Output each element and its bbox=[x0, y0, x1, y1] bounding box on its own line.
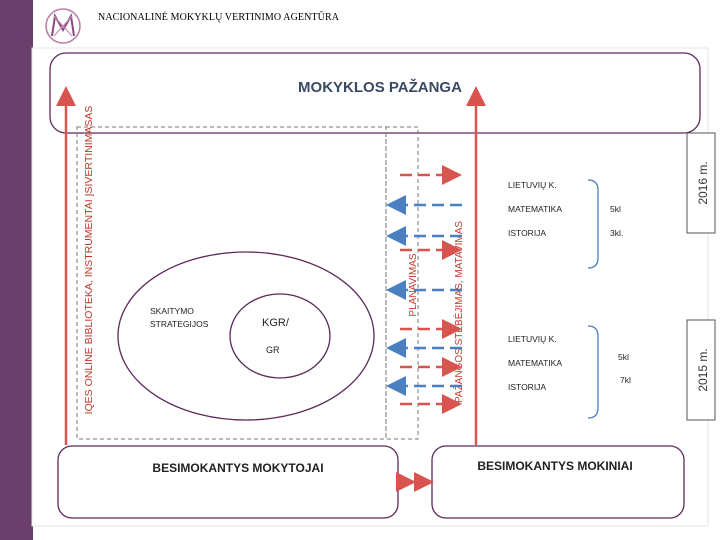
agency-name: NACIONALINĖ MOKYKLŲ VERTINIMO AGENTŪRA bbox=[98, 12, 340, 23]
year-label-2015: 2015 m. bbox=[696, 348, 710, 391]
grade-history: 7kl bbox=[620, 375, 631, 385]
year-label-2016: 2016 m. bbox=[696, 161, 710, 204]
subject-math: MATEMATIKA bbox=[508, 204, 562, 214]
subject-math: MATEMATIKA bbox=[508, 358, 562, 368]
monitoring-label: PAŽANGOS STEBĖJIMAS, MATAVIMAS bbox=[452, 221, 465, 403]
bracket-top bbox=[587, 179, 599, 269]
bracket-bottom bbox=[587, 325, 599, 419]
learning-students-label: BESIMOKANTYS MOKINIAI bbox=[477, 459, 632, 473]
subject-history: ISTORIJA bbox=[508, 382, 546, 392]
grade-math: 5kl bbox=[610, 204, 621, 214]
blue-arrows-group bbox=[386, 195, 462, 396]
subject-lithuanian: LIETUVIŲ K. bbox=[508, 334, 557, 344]
agency-logo bbox=[45, 8, 81, 44]
gr-label: GR bbox=[266, 345, 280, 355]
strategies-line-2: STRATEGIJOS bbox=[150, 319, 209, 329]
learning-teachers-label: BESIMOKANTYS MOKYTOJAI bbox=[152, 461, 323, 475]
learning-teachers-box bbox=[57, 445, 399, 519]
year-box-2016 bbox=[686, 132, 716, 234]
kgr-label: KGR/ bbox=[262, 317, 290, 329]
iqes-library-label: IQES ONLINE BIBLIOTEKA, INSTRUMENTAI ĮSI… bbox=[83, 106, 95, 415]
inner-ellipse bbox=[229, 293, 331, 379]
grade-history: 3kl. bbox=[610, 228, 623, 238]
school-progress-box bbox=[49, 52, 701, 134]
red-arrows-group bbox=[400, 165, 462, 414]
grade-math: 5kl bbox=[618, 352, 629, 362]
strategies-line-1: SKAITYMO bbox=[150, 306, 194, 316]
school-progress-title: MOKYKLOS PAŽANGA bbox=[298, 78, 462, 96]
subject-history: ISTORIJA bbox=[508, 228, 546, 238]
subjects-top-group: LIETUVIŲ K. MATEMATIKA ISTORIJA 5kl 3kl. bbox=[508, 179, 623, 269]
planning-label: PLANAVIMAS bbox=[408, 253, 419, 316]
year-box-2015 bbox=[686, 319, 716, 421]
subjects-bottom-group: LIETUVIŲ K. MATEMATIKA ISTORIJA 5kl 7kl bbox=[508, 325, 631, 419]
learning-students-box bbox=[431, 445, 685, 519]
side-decor-bar bbox=[0, 0, 33, 540]
subject-lithuanian: LIETUVIŲ K. bbox=[508, 180, 557, 190]
